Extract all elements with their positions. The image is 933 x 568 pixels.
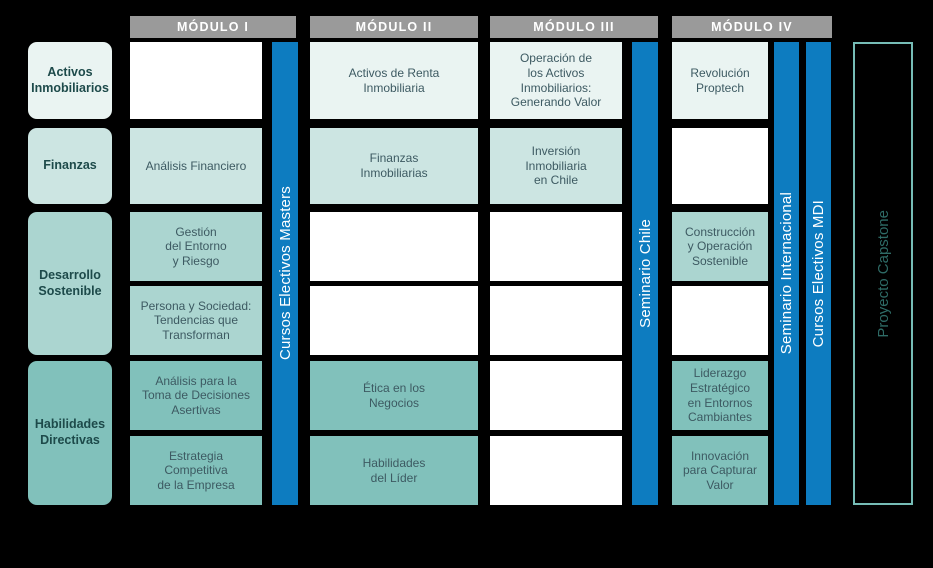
capstone-project-box[interactable]: Proyecto Capstone bbox=[853, 42, 913, 505]
vertical-bar-seminario-internacional[interactable]: Seminario Internacional bbox=[774, 42, 799, 505]
module-header-1: MÓDULO I bbox=[130, 16, 296, 38]
course-cell-m3-r4a[interactable] bbox=[490, 361, 622, 430]
vertical-bar-label: Cursos Electivos MDI bbox=[810, 199, 827, 348]
module-header-2: MÓDULO II bbox=[310, 16, 478, 38]
course-cell-m2-r3b[interactable] bbox=[310, 286, 478, 355]
module-header-4: MÓDULO IV bbox=[672, 16, 832, 38]
course-cell-m4-r2[interactable] bbox=[672, 128, 768, 204]
course-cell-m3-r4b[interactable] bbox=[490, 436, 622, 505]
vertical-bar-cursos-electivos-mdi[interactable]: Cursos Electivos MDI bbox=[806, 42, 831, 505]
vertical-bar-label: Seminario Internacional bbox=[778, 192, 795, 355]
capstone-label: Proyecto Capstone bbox=[874, 209, 892, 338]
course-cell-m3-r3b[interactable] bbox=[490, 286, 622, 355]
vertical-bar-label: Seminario Chile bbox=[636, 219, 654, 328]
course-cell-m4-r3b[interactable] bbox=[672, 286, 768, 355]
course-cell-m1-r2[interactable]: Análisis Financiero bbox=[130, 128, 262, 204]
vertical-bar-cursos-electivos-masters[interactable]: Cursos Electivos Masters bbox=[272, 42, 298, 505]
course-cell-m2-r3a[interactable] bbox=[310, 212, 478, 281]
module-header-3: MÓDULO III bbox=[490, 16, 658, 38]
course-cell-m1-r1[interactable] bbox=[130, 42, 262, 119]
course-cell-m3-r3a[interactable] bbox=[490, 212, 622, 281]
vertical-bar-seminario-chile[interactable]: Seminario Chile bbox=[632, 42, 658, 505]
area-label-finanzas: Finanzas bbox=[28, 128, 112, 204]
vertical-bar-label: Cursos Electivos Masters bbox=[276, 186, 294, 361]
